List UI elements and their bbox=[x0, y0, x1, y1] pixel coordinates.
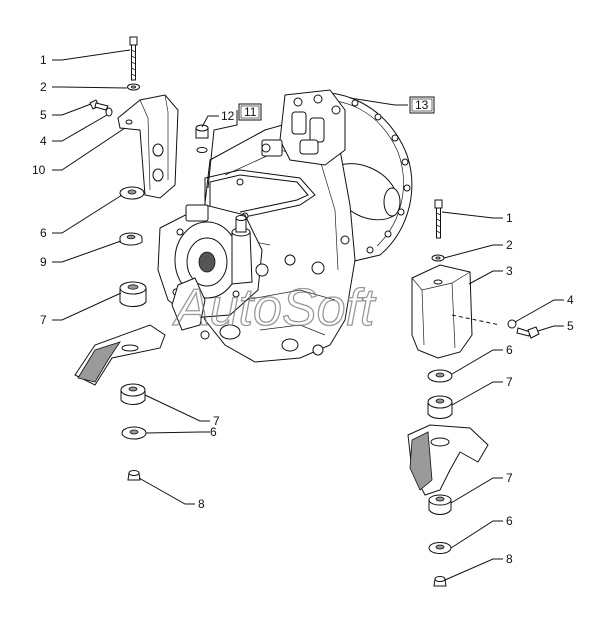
callout-label: 3 bbox=[506, 264, 513, 278]
boxed-callout-label: 13 bbox=[415, 98, 429, 112]
callout-label: 4 bbox=[567, 293, 574, 307]
callout-label: 5 bbox=[567, 319, 574, 333]
callout-label: 6 bbox=[210, 425, 217, 439]
callout-label: 7 bbox=[213, 414, 220, 428]
callout-label: 1 bbox=[40, 53, 47, 67]
callout-label: 7 bbox=[506, 375, 513, 389]
callout-label: 7 bbox=[40, 313, 47, 327]
right-mount-stack bbox=[407, 199, 540, 587]
callout-labels-center: 12 bbox=[221, 109, 235, 123]
plug-12 bbox=[195, 124, 209, 153]
callout-label: 1 bbox=[506, 211, 513, 225]
callout-label: 2 bbox=[40, 80, 47, 94]
callout-label: 12 bbox=[221, 109, 235, 123]
callout-labels-right: 1 2 3 4 5 6 7 7 6 8 bbox=[506, 211, 574, 566]
callout-label: 10 bbox=[32, 163, 46, 177]
callout-label: 2 bbox=[506, 238, 513, 252]
callout-label: 6 bbox=[40, 226, 47, 240]
callout-label: 7 bbox=[506, 471, 513, 485]
transmission-housing bbox=[157, 89, 413, 363]
callout-label: 8 bbox=[506, 552, 513, 566]
callout-label: 5 bbox=[40, 108, 47, 122]
callout-label: 8 bbox=[198, 497, 205, 511]
callout-label: 4 bbox=[40, 134, 47, 148]
boxed-callout-label: 11 bbox=[244, 105, 257, 119]
callout-label: 9 bbox=[40, 255, 47, 269]
boxed-callouts: 11 13 bbox=[238, 96, 435, 121]
leader-lines bbox=[52, 49, 564, 581]
callout-label: 6 bbox=[506, 343, 513, 357]
watermark-text: AutoSoft bbox=[172, 279, 377, 337]
callout-labels-left: 1 2 5 4 10 6 9 7 7 6 8 bbox=[32, 53, 220, 511]
callout-label: 6 bbox=[506, 514, 513, 528]
left-mount-stack bbox=[74, 36, 179, 481]
